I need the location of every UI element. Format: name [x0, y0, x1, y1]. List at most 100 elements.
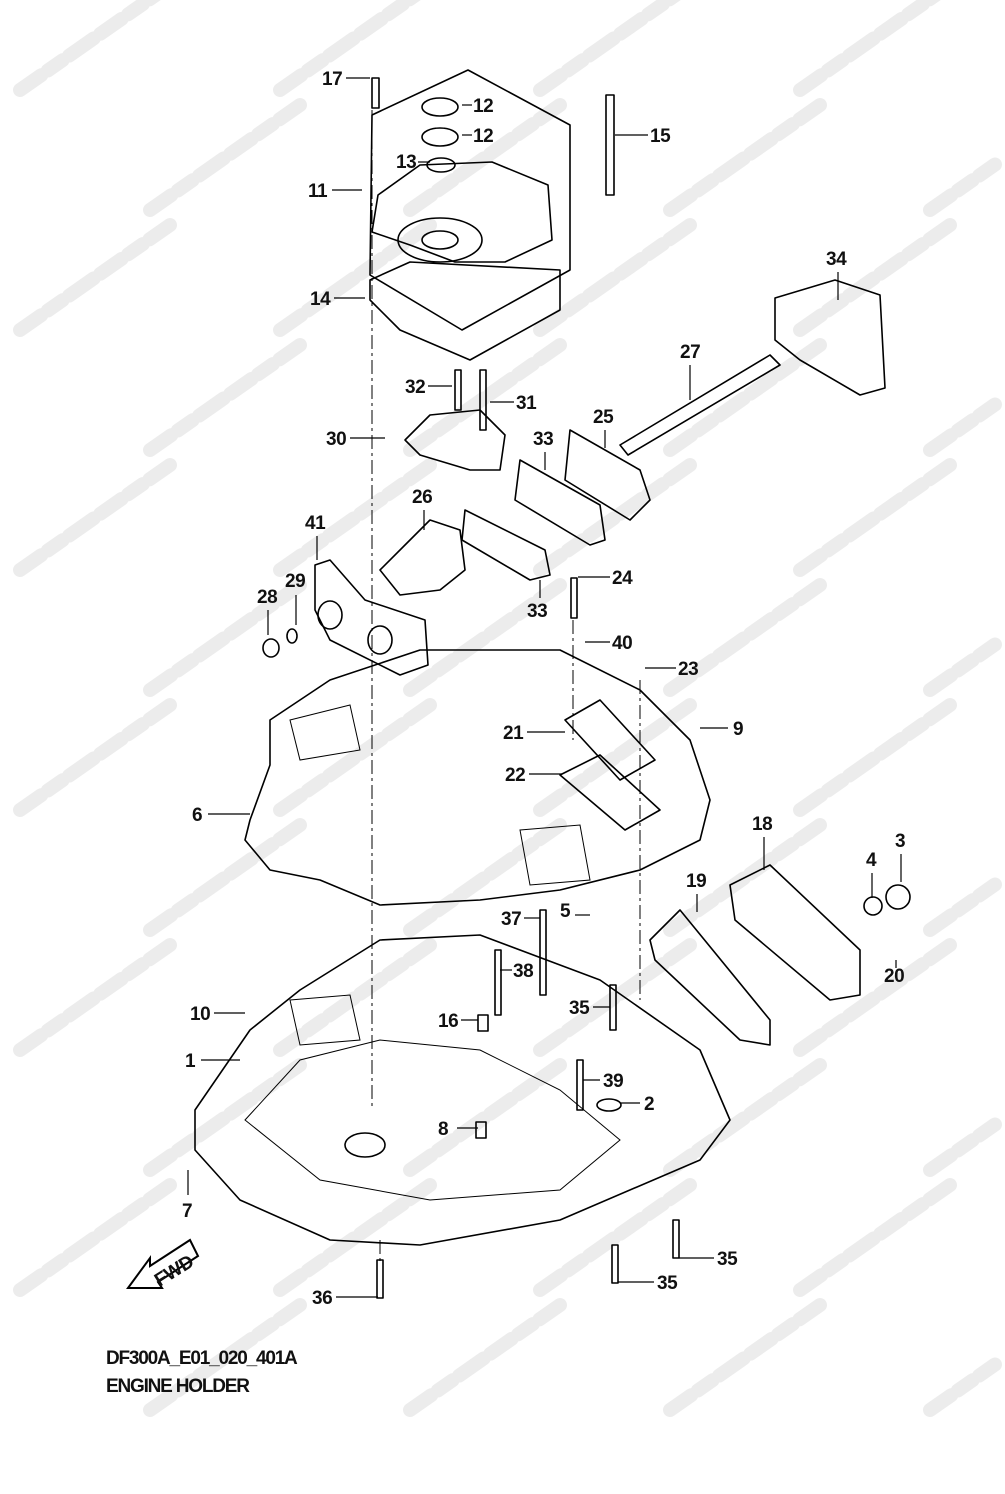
callout-34: 34	[826, 249, 847, 270]
watermark-band	[13, 0, 161, 97]
watermark-band	[403, 338, 567, 457]
watermark-band	[403, 98, 567, 217]
watermark-band	[923, 637, 1002, 697]
watermark-band	[533, 218, 697, 337]
watermark-band	[403, 818, 567, 937]
callout-35: 35	[717, 1249, 738, 1270]
diagram-title: ENGINE HOLDER	[106, 1376, 250, 1397]
watermark-band	[793, 1178, 957, 1297]
watermark-band	[273, 218, 437, 337]
watermark-band	[13, 698, 177, 817]
callout-35: 35	[657, 1273, 678, 1294]
callout-6: 6	[192, 805, 202, 826]
watermark	[13, 0, 1002, 1417]
part-34-bracket	[774, 279, 886, 396]
callout-12: 12	[473, 126, 493, 147]
watermark-band	[143, 338, 307, 457]
callout-1: 1	[185, 1051, 196, 1072]
watermark-band	[143, 1298, 307, 1417]
bolts	[262, 77, 680, 1299]
fwd-arrow-icon: FWD	[126, 1238, 200, 1291]
callout-9: 9	[733, 719, 743, 740]
callout-10: 10	[190, 1004, 210, 1025]
watermark-band	[273, 938, 437, 1057]
callout-31: 31	[516, 393, 537, 414]
watermark-band	[273, 698, 437, 817]
callout-16: 16	[438, 1011, 458, 1032]
watermark-band	[533, 698, 697, 817]
callout-labels: 1712121315113414273231302533264133242928…	[182, 69, 906, 1309]
callout-13: 13	[396, 152, 416, 173]
watermark-band	[143, 98, 307, 217]
watermark-band	[13, 458, 177, 577]
callout-12: 12	[473, 96, 493, 117]
watermark-band	[273, 0, 421, 97]
callout-18: 18	[752, 814, 772, 835]
callout-32: 32	[405, 377, 425, 398]
watermark-band	[663, 338, 827, 457]
callout-35: 35	[569, 998, 590, 1019]
part-11-cover-assembly	[369, 69, 571, 361]
callout-14: 14	[310, 289, 331, 310]
callout-40: 40	[612, 633, 632, 654]
part-27-shaft	[619, 354, 781, 456]
callout-11: 11	[308, 181, 328, 202]
callout-24: 24	[612, 568, 633, 589]
watermark-band	[403, 578, 567, 697]
part-25-33-plates	[461, 429, 651, 581]
watermark-band	[403, 1298, 567, 1417]
watermark-band	[13, 1178, 177, 1297]
part-18-19-cover	[649, 864, 911, 1046]
callout-5: 5	[560, 901, 571, 922]
watermark-band	[663, 578, 827, 697]
watermark-band	[273, 458, 437, 577]
callout-21: 21	[503, 723, 524, 744]
callout-41: 41	[305, 513, 326, 534]
callout-27: 27	[680, 342, 700, 363]
watermark-band	[923, 397, 1002, 457]
part-21-22-plates	[559, 699, 661, 831]
callout-33: 33	[533, 429, 553, 450]
watermark-band	[793, 698, 957, 817]
callout-4: 4	[866, 850, 877, 871]
callout-20: 20	[884, 966, 904, 987]
callout-15: 15	[650, 126, 671, 147]
watermark-band	[403, 1058, 567, 1177]
callout-39: 39	[603, 1071, 623, 1092]
part-6-gasket	[244, 649, 711, 906]
watermark-band	[923, 1357, 1002, 1417]
callout-38: 38	[513, 961, 533, 982]
diagram-code: DF300A_E01_020_401A	[106, 1348, 298, 1369]
callout-30: 30	[326, 429, 346, 450]
watermark-band	[13, 938, 177, 1057]
part-41-mount	[314, 559, 429, 676]
watermark-band	[923, 157, 1002, 217]
watermark-band	[143, 818, 307, 937]
callout-29: 29	[285, 571, 305, 592]
watermark-band	[533, 938, 697, 1057]
callout-25: 25	[593, 407, 614, 428]
callout-37: 37	[501, 909, 521, 930]
callout-2: 2	[644, 1094, 654, 1115]
callout-8: 8	[438, 1119, 448, 1140]
watermark-band	[793, 938, 957, 1057]
callout-33: 33	[527, 601, 547, 622]
watermark-band	[273, 1178, 437, 1297]
part-15-long-bolt	[605, 94, 615, 196]
watermark-band	[143, 1058, 307, 1177]
watermark-band	[793, 458, 957, 577]
part-30-clamp	[404, 409, 506, 471]
watermark-band	[13, 218, 177, 337]
watermark-band	[663, 1298, 827, 1417]
watermark-band	[533, 458, 697, 577]
watermark-band	[793, 218, 957, 337]
watermark-band	[663, 98, 827, 217]
watermark-band	[923, 877, 1002, 937]
watermark-band	[533, 1178, 697, 1297]
watermark-band	[533, 0, 681, 97]
watermark-band	[793, 0, 941, 97]
callout-22: 22	[505, 765, 525, 786]
callout-19: 19	[686, 871, 706, 892]
centerlines	[371, 110, 641, 1262]
callout-36: 36	[312, 1288, 332, 1309]
